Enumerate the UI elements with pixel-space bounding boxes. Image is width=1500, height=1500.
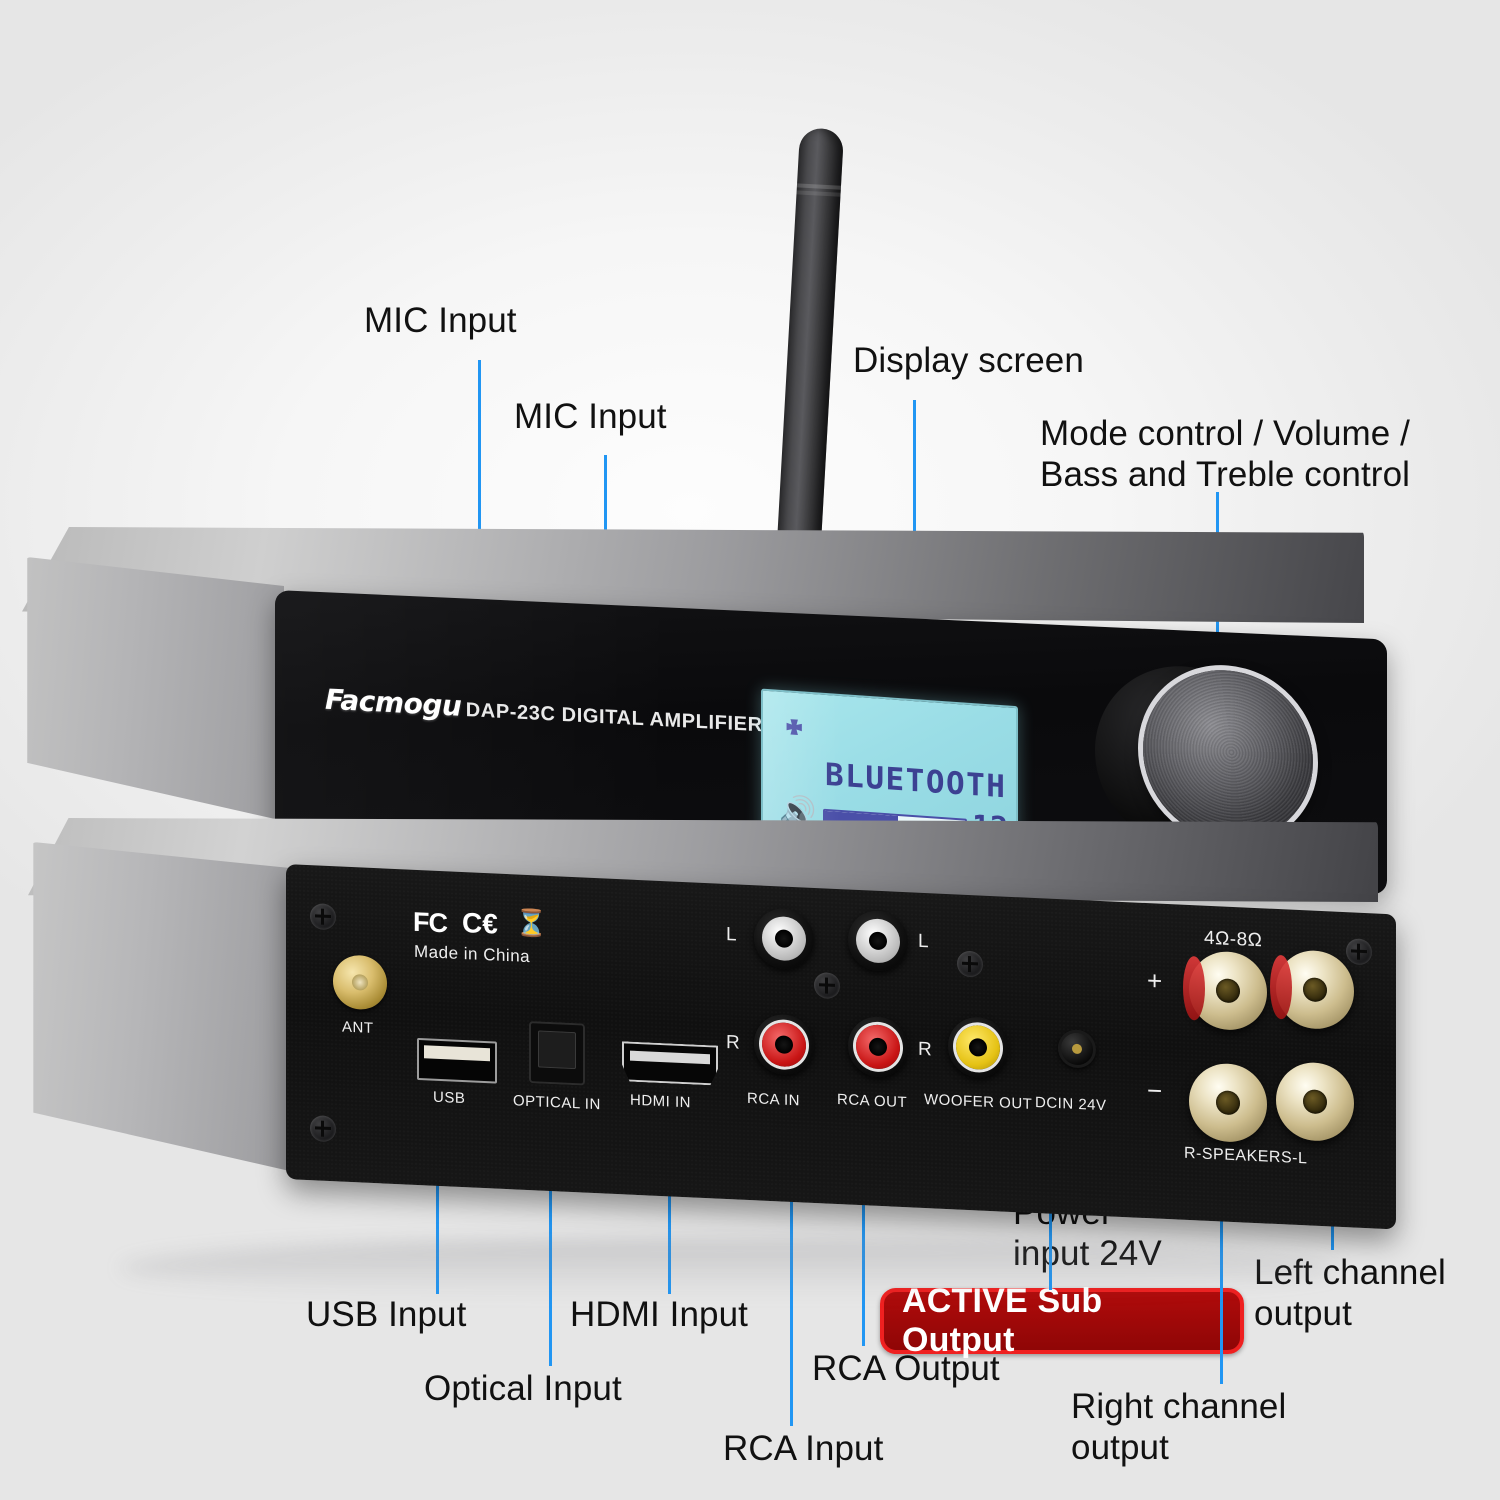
screw-bottom-left <box>310 1115 336 1143</box>
origin-label: Made in China <box>414 941 531 967</box>
annotation-right-channel: Right channel output <box>1071 1387 1287 1468</box>
leader-line-optical <box>549 1103 552 1366</box>
dc-in-label: DCIN 24V <box>1035 1094 1107 1115</box>
speaker-post-r-negative[interactable] <box>1189 1062 1267 1144</box>
leader-line-usb <box>436 1112 439 1294</box>
screw-top-left <box>310 903 336 931</box>
optical-label: OPTICAL IN <box>513 1092 601 1114</box>
amplifier-rear-unit: FC C€ ⏳ Made in China ANT USB OPTICAL IN… <box>28 818 1396 1248</box>
annotation-rca-input: RCA Input <box>723 1429 884 1468</box>
fcc-icon: FC <box>413 906 447 939</box>
rear-panel: FC C€ ⏳ Made in China ANT USB OPTICAL IN… <box>286 864 1396 1230</box>
active-sub-output-badge: ACTIVE Sub Output <box>880 1282 1244 1359</box>
amplifier-front-unit: Facmogu DAP-23C DIGITAL AMPLIFIER MIC MI… <box>22 527 1387 895</box>
hdmi-label: HDMI IN <box>630 1091 691 1112</box>
annotation-mode-control: Mode control / Volume / Bass and Treble … <box>1040 414 1411 495</box>
rca-in-left-jack[interactable] <box>754 907 814 970</box>
optical-port[interactable] <box>529 1021 585 1086</box>
usb-label: USB <box>433 1088 466 1108</box>
rca-in-right-jack[interactable] <box>754 1013 814 1076</box>
weee-icon: ⏳ <box>515 907 548 939</box>
speaker-post-l-negative[interactable] <box>1276 1060 1354 1143</box>
impedance-label: 4Ω-8Ω <box>1204 927 1263 952</box>
rca-out-right-marker: R <box>918 1038 933 1061</box>
antenna-connector[interactable] <box>333 954 387 1011</box>
positive-marker: + <box>1147 965 1163 996</box>
screw-center-rca <box>814 971 840 1000</box>
leader-line-rca-in <box>790 1074 793 1426</box>
annotation-hdmi-input: HDMI Input <box>570 1295 748 1334</box>
leader-line-display <box>913 400 916 657</box>
rca-out-label: RCA OUT <box>837 1091 908 1112</box>
speakers-label: R-SPEAKERS-L <box>1184 1144 1308 1168</box>
hdmi-port[interactable] <box>622 1041 718 1085</box>
model-name: DAP-23C DIGITAL AMPLIFIER <box>465 698 763 737</box>
annotation-optical-input: Optical Input <box>424 1369 622 1408</box>
annotation-display-screen: Display screen <box>853 341 1084 380</box>
brand-block: Facmogu DAP-23C DIGITAL AMPLIFIER <box>325 683 763 739</box>
negative-marker: − <box>1147 1075 1163 1106</box>
surface-reflection <box>120 1238 1340 1298</box>
rca-out-left-jack[interactable] <box>848 909 908 973</box>
ant-label: ANT <box>342 1018 374 1037</box>
woofer-out-label: WOOFER OUT <box>924 1090 1033 1113</box>
annotation-rca-output: RCA Output <box>812 1349 1000 1388</box>
annotation-mic-input-1: MIC Input <box>364 301 517 340</box>
dc-power-jack[interactable] <box>1058 1029 1096 1069</box>
lcd-mode-text: BLUETOOTH <box>825 756 1007 806</box>
speaker-post-l-positive[interactable] <box>1276 948 1354 1031</box>
rca-in-left-marker: L <box>726 923 738 946</box>
screw-center-woofer <box>957 950 983 978</box>
ce-icon: C€ <box>462 906 498 940</box>
leader-line-right-channel <box>1220 1100 1223 1384</box>
rca-in-right-marker: R <box>726 1031 741 1054</box>
rca-out-left-marker: L <box>918 930 930 953</box>
annotation-left-channel: Left channel output <box>1254 1253 1446 1334</box>
rear-unit-side-surface <box>33 842 294 1172</box>
speaker-post-r-positive[interactable] <box>1189 950 1267 1032</box>
rca-in-label: RCA IN <box>747 1089 801 1110</box>
front-unit-side-surface <box>27 557 284 821</box>
woofer-out-jack[interactable] <box>948 1016 1008 1079</box>
antenna <box>777 127 845 545</box>
usb-port[interactable] <box>417 1037 497 1084</box>
annotation-mic-input-2: MIC Input <box>514 397 667 436</box>
screw-top-right <box>1346 938 1372 966</box>
brand-logo: Facmogu <box>325 682 462 723</box>
annotation-usb-input: USB Input <box>306 1295 467 1334</box>
rca-out-right-jack[interactable] <box>848 1015 908 1079</box>
bluetooth-icon: ᛭ <box>781 702 808 754</box>
